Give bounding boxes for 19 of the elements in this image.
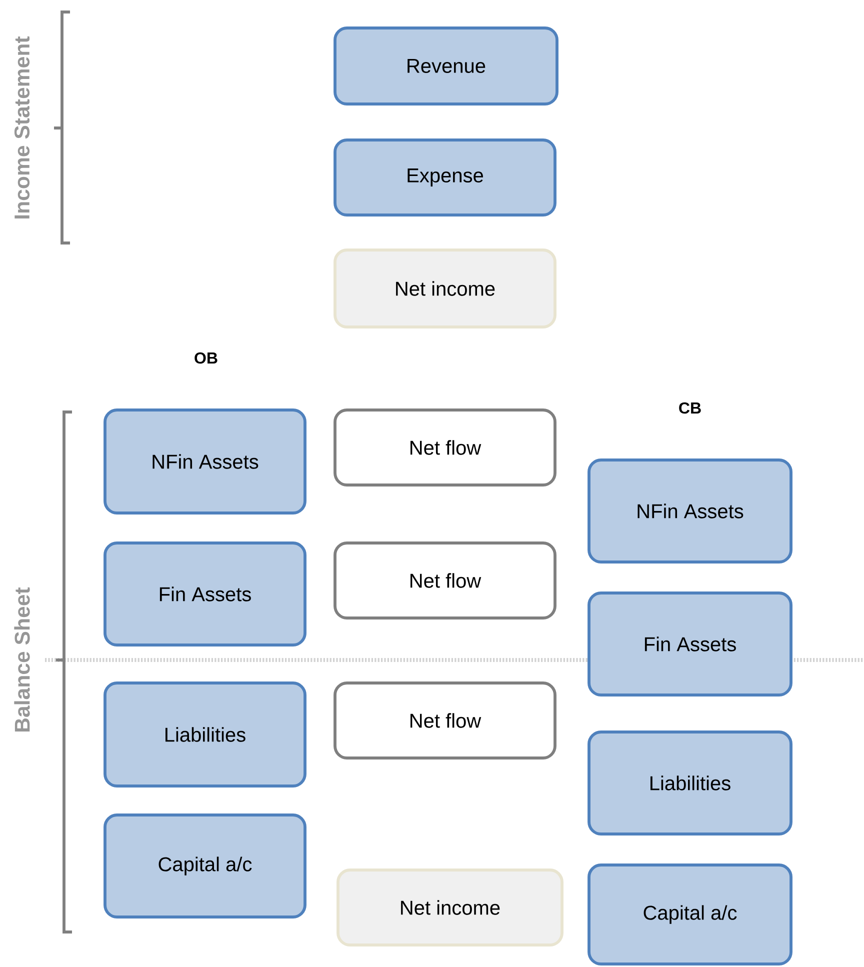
- column-heading: OB: [194, 352, 218, 364]
- account-box: NFin Assets: [104, 408, 306, 514]
- net-flow-box: Net flow: [334, 408, 556, 486]
- net-flow-box: Net flow: [334, 542, 556, 620]
- section-label: Balance Sheet: [14, 587, 30, 732]
- net-income-box: Net income: [334, 248, 556, 328]
- column-heading: CB: [679, 402, 701, 414]
- account-box: Liabilities: [104, 682, 306, 788]
- net-flow-box: Net flow: [334, 682, 556, 760]
- account-box: Capital a/c: [104, 814, 306, 918]
- account-box: Fin Assets: [588, 592, 792, 696]
- net-income-box: Net income: [336, 868, 564, 946]
- account-box: Liabilities: [588, 730, 792, 836]
- account-box: Fin Assets: [104, 542, 306, 646]
- account-box: Revenue: [334, 26, 558, 106]
- section-label: Income Statement: [14, 36, 30, 218]
- account-box: Capital a/c: [588, 864, 792, 966]
- account-box: NFin Assets: [588, 458, 792, 564]
- account-box: Expense: [334, 138, 556, 216]
